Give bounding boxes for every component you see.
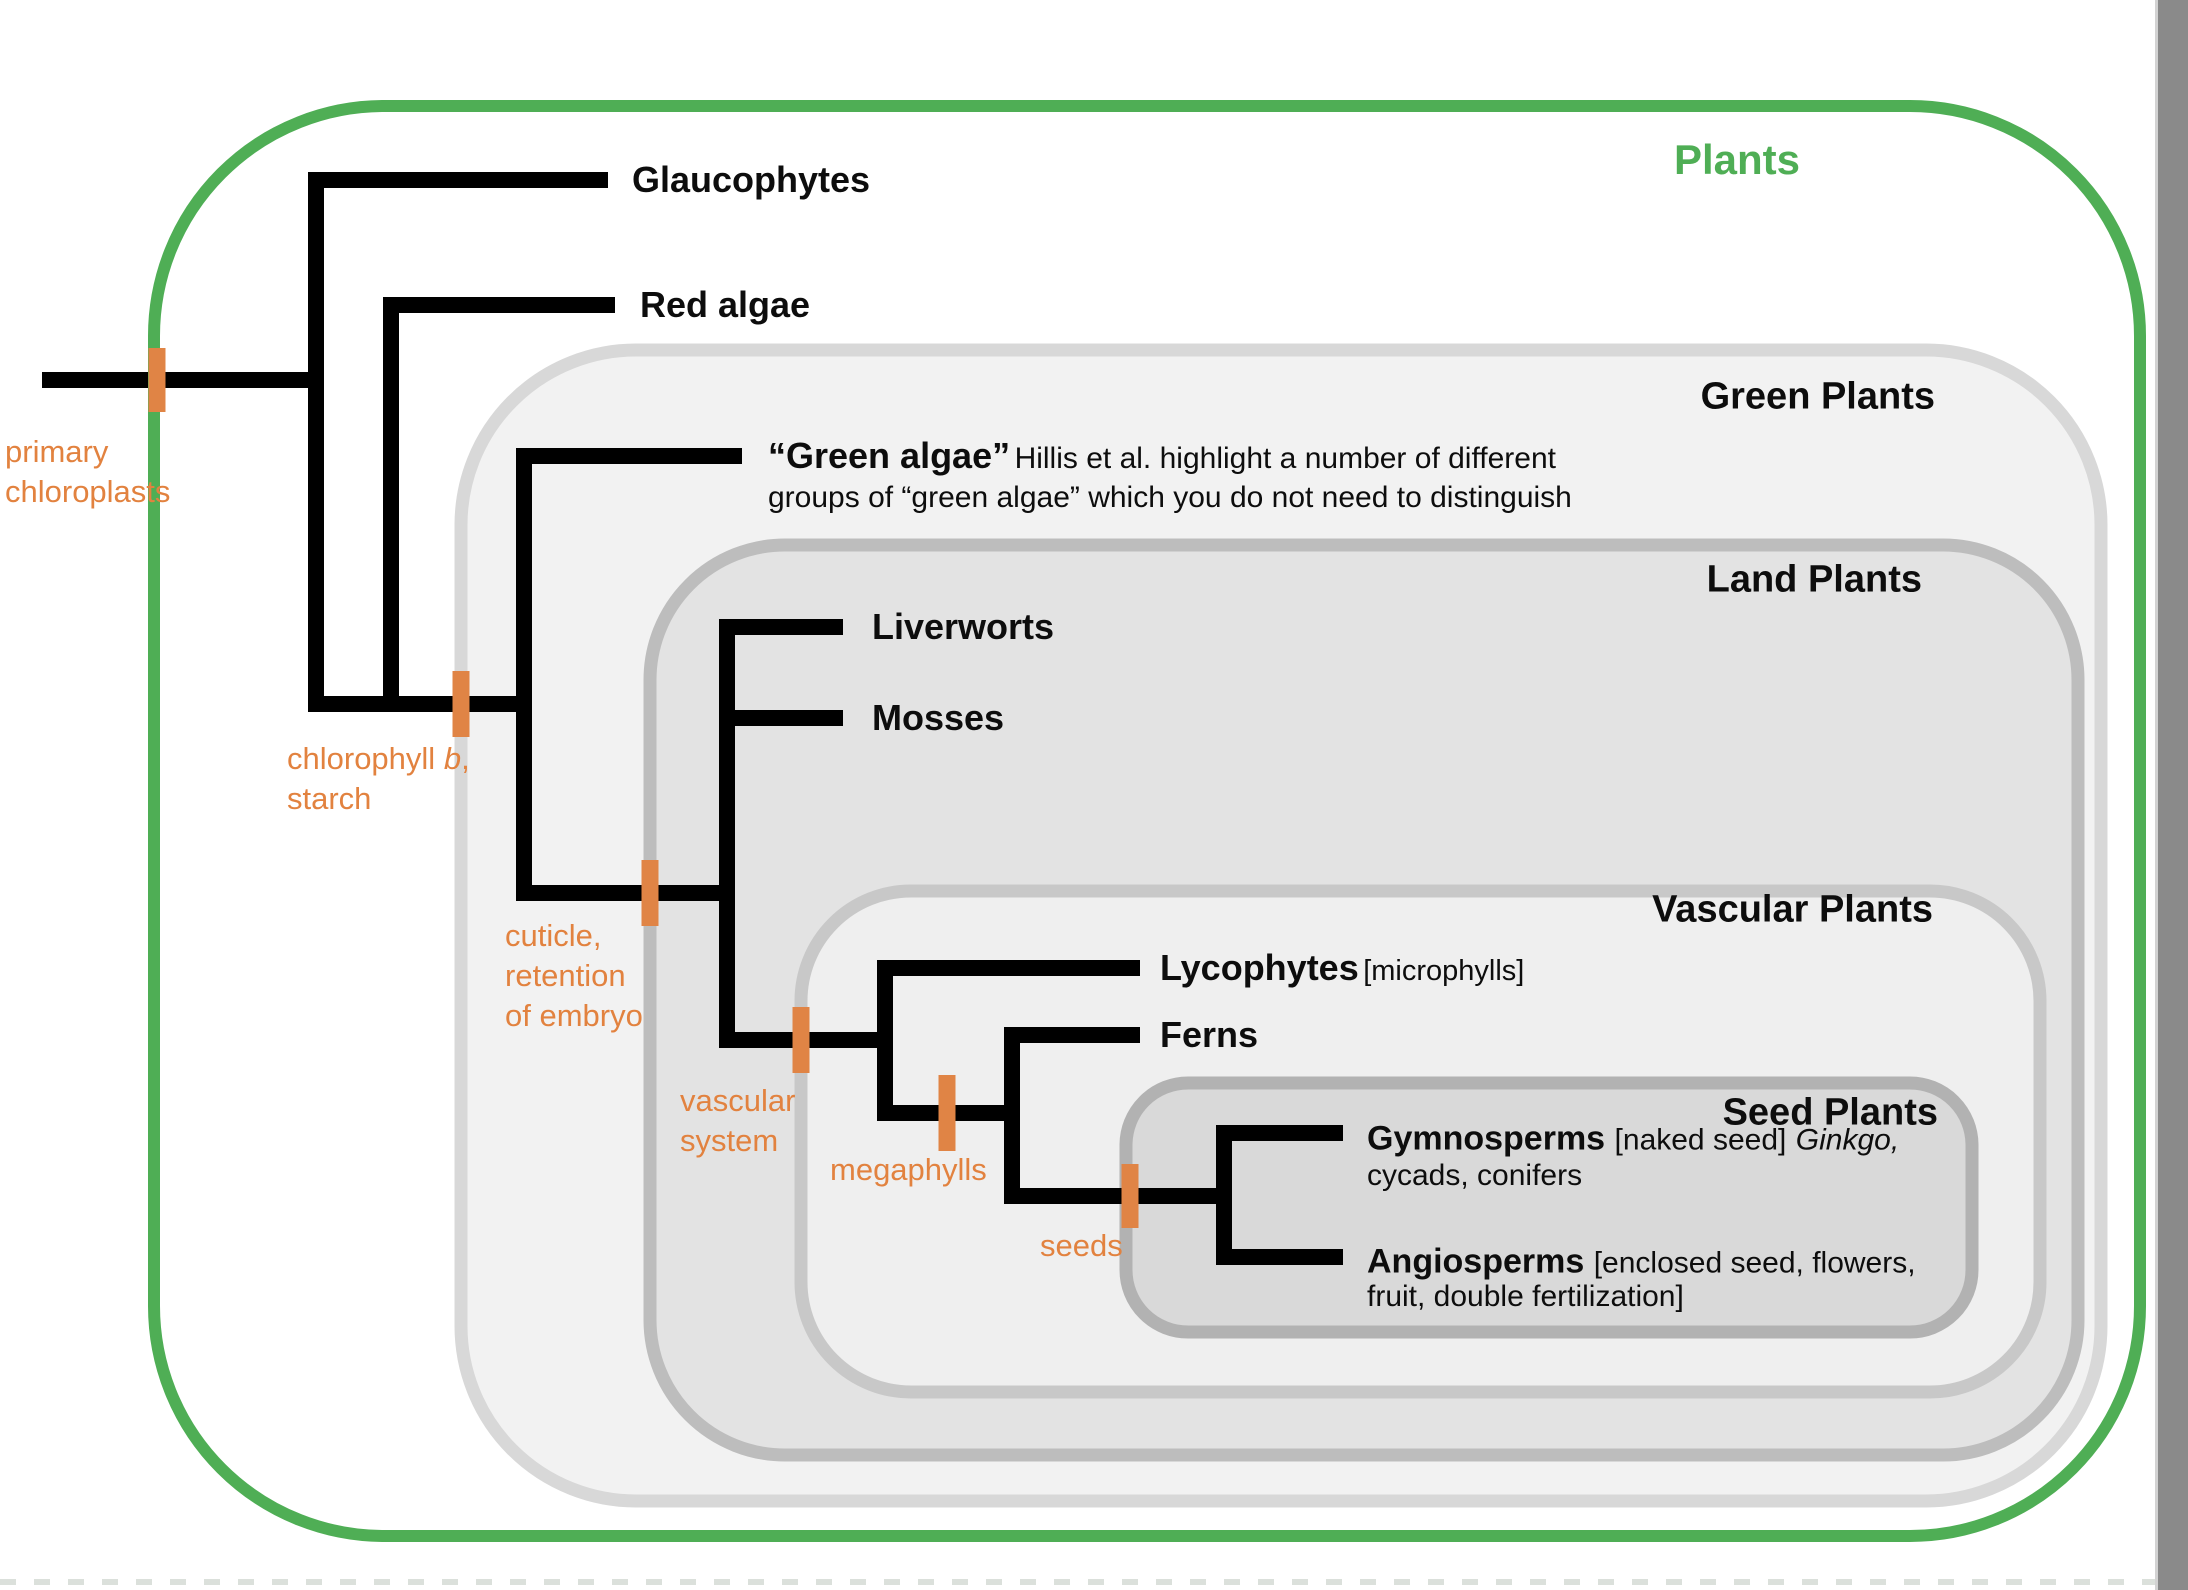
branch-ferns-seeds	[1004, 1027, 1224, 1204]
trait-cuticle-line2: retention	[505, 958, 626, 993]
trait-chlorophyll-line2: starch	[287, 781, 372, 816]
trait-label-cuticle: cuticle, retention of embryo	[505, 916, 643, 1036]
trait-ticks	[148, 348, 1139, 1228]
gymnosperms-examples-italic: Ginkgo,	[1795, 1123, 1900, 1157]
taxon-gymnosperms-line1: Gymnosperms [naked seed] Ginkgo,	[1367, 1120, 1899, 1159]
trait-tick-vascular-system	[792, 1007, 810, 1073]
angiosperms-note-line2: fruit, double fertilization]	[1367, 1280, 1684, 1313]
page-edge-strip	[2158, 0, 2188, 1590]
land-plants-box-label: Land Plants	[1706, 558, 1922, 601]
trait-label-vascular-system: vascular system	[680, 1081, 795, 1161]
taxon-green-algae-line1: “Green algae” Hillis et al. highlight a …	[768, 435, 1556, 477]
branch-to-land-plants	[516, 696, 735, 901]
taxon-liverworts: Liverworts	[872, 606, 1055, 647]
trait-tick-cuticle	[641, 860, 659, 926]
trait-primary-line1: primary	[5, 434, 109, 469]
taxon-glaucophytes: Glaucophytes	[632, 159, 871, 200]
taxon-ferns: Ferns	[1160, 1014, 1259, 1055]
trait-label-primary-chloroplasts: primary chloroplasts	[5, 432, 170, 512]
trait-chlorophyll-line1: chlorophyll b,	[287, 741, 470, 776]
trait-tick-megaphylls	[938, 1075, 956, 1151]
chlorophyll-b-italic: b	[443, 741, 462, 776]
taxon-angiosperms-line1: Angiosperms [enclosed seed, flowers,	[1367, 1243, 1916, 1282]
taxon-lycophytes: Lycophytes	[1160, 947, 1359, 988]
trait-megaphylls-line1: megaphylls	[830, 1152, 987, 1187]
angiosperms-note-line1: [enclosed seed, flowers,	[1593, 1246, 1916, 1280]
trait-cuticle-line1: cuticle,	[505, 918, 602, 953]
branch-red-algae	[383, 297, 615, 712]
green-algae-note-line2: groups of “green algae” which you do not…	[768, 481, 1572, 514]
cladogram-branches	[42, 172, 1343, 1265]
taxon-lycophytes-line: Lycophytes [microphylls]	[1160, 947, 1524, 989]
trait-tick-chlorophyll-b-starch	[452, 671, 470, 737]
gymnosperms-note: [naked seed]	[1614, 1123, 1787, 1157]
trait-cuticle-line3: of embryo	[505, 998, 643, 1033]
taxon-mosses: Mosses	[872, 697, 1005, 738]
green-plants-box-label: Green Plants	[1700, 375, 1935, 418]
trait-primary-line2: chloroplasts	[5, 474, 171, 509]
lycophytes-note: [microphylls]	[1363, 955, 1525, 987]
taxon-gymnosperms: Gymnosperms	[1367, 1119, 1606, 1158]
taxon-red-algae: Red algae	[640, 284, 811, 325]
trait-vascular-line1: vascular	[680, 1083, 796, 1118]
plants-box	[148, 100, 2146, 1542]
trait-label-seeds: seeds	[1040, 1226, 1123, 1266]
gymnosperms-note-line2: cycads, conifers	[1367, 1159, 1583, 1192]
vascular-plants-box-label: Vascular Plants	[1652, 888, 1933, 931]
trait-label-megaphylls: megaphylls	[830, 1150, 987, 1190]
seed-plants-box-label: Seed Plants	[1722, 1091, 1938, 1134]
trait-seeds-line1: seeds	[1040, 1228, 1123, 1263]
branch-glaucophytes-spine-green-algae	[308, 172, 742, 712]
trait-tick-seeds	[1121, 1164, 1139, 1228]
trait-label-chlorophyll-b-starch: chlorophyll b, starch	[287, 739, 470, 819]
green-algae-note-line1: Hillis et al. highlight a number of diff…	[1014, 442, 1556, 475]
plants-box-label: Plants	[1673, 136, 1800, 183]
trait-vascular-line2: system	[680, 1123, 779, 1158]
branch-gymnosperms-angiosperms	[1216, 1125, 1343, 1265]
trait-tick-primary-chloroplasts	[148, 348, 166, 412]
page-edge-shadow	[2155, 0, 2158, 1590]
taxon-green-algae: “Green algae”	[768, 435, 1011, 476]
taxon-angiosperms: Angiosperms	[1367, 1242, 1585, 1281]
